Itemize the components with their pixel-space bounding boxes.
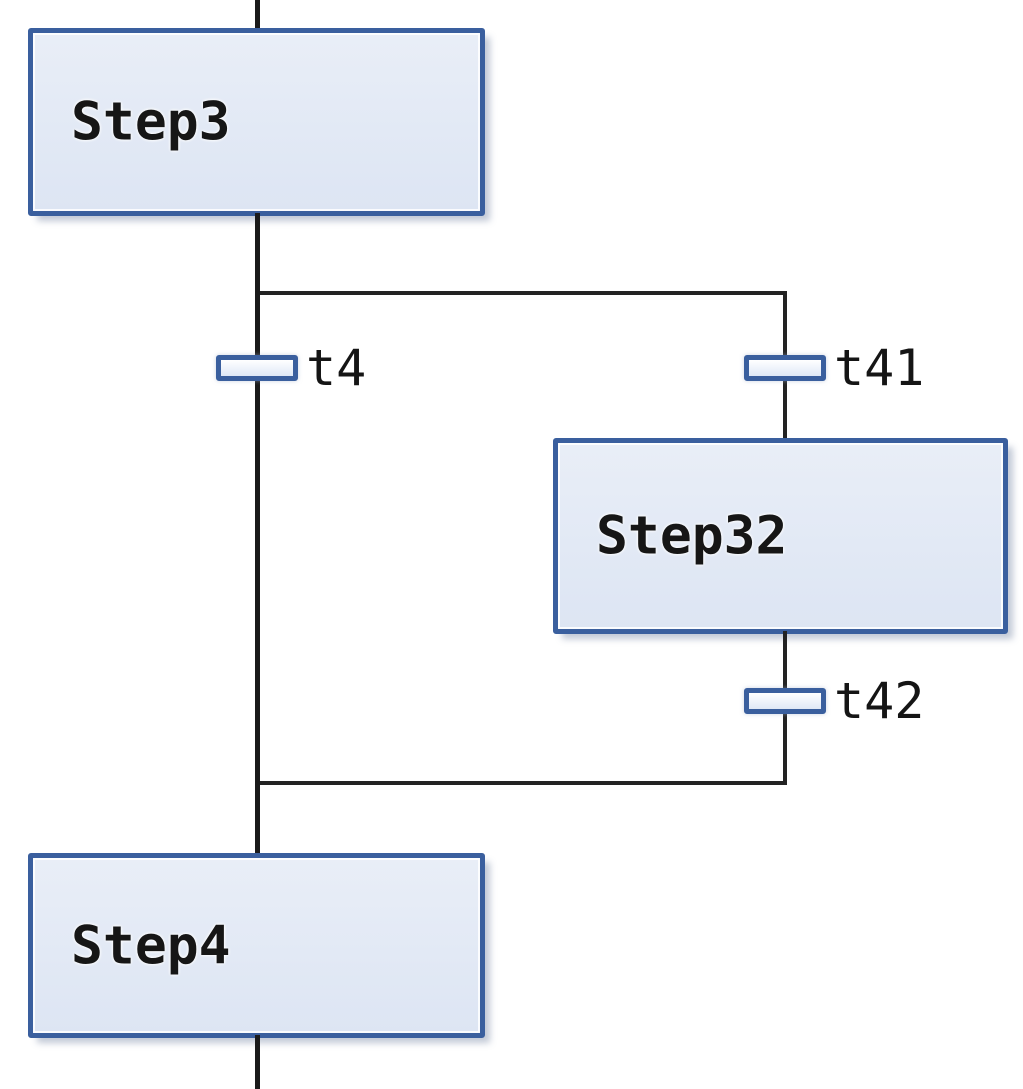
step-label-step3: Step3 bbox=[71, 91, 231, 153]
step-box-step32[interactable]: Step32 bbox=[553, 438, 1008, 634]
transition-label-t4: t4 bbox=[306, 339, 367, 397]
transition-bar-t42[interactable] bbox=[744, 688, 826, 714]
transition-label-t41: t41 bbox=[834, 339, 925, 397]
connector-t42-to-convergence bbox=[783, 700, 787, 785]
transition-label-t42: t42 bbox=[834, 672, 925, 730]
connector-convergence-line bbox=[255, 781, 787, 785]
step-box-step4[interactable]: Step4 bbox=[28, 853, 485, 1038]
connector-incoming-top-stub bbox=[255, 0, 260, 32]
connector-left-branch-vertical bbox=[255, 291, 260, 785]
step-label-step32: Step32 bbox=[596, 505, 788, 567]
step-label-step4: Step4 bbox=[71, 915, 231, 976]
connector-right-branch-to-t41 bbox=[783, 291, 787, 368]
connector-outgoing-bottom-stub bbox=[255, 1035, 260, 1089]
transition-bar-t41[interactable] bbox=[744, 355, 826, 381]
step-box-step3[interactable]: Step3 bbox=[28, 28, 485, 216]
connector-step32-to-t42 bbox=[783, 631, 787, 704]
connector-step3-to-divergence bbox=[255, 213, 260, 297]
connector-divergence-line bbox=[255, 291, 787, 295]
connector-convergence-to-step4 bbox=[255, 781, 260, 857]
connector-t41-to-step32 bbox=[783, 368, 787, 443]
transition-bar-t4[interactable] bbox=[216, 355, 298, 381]
